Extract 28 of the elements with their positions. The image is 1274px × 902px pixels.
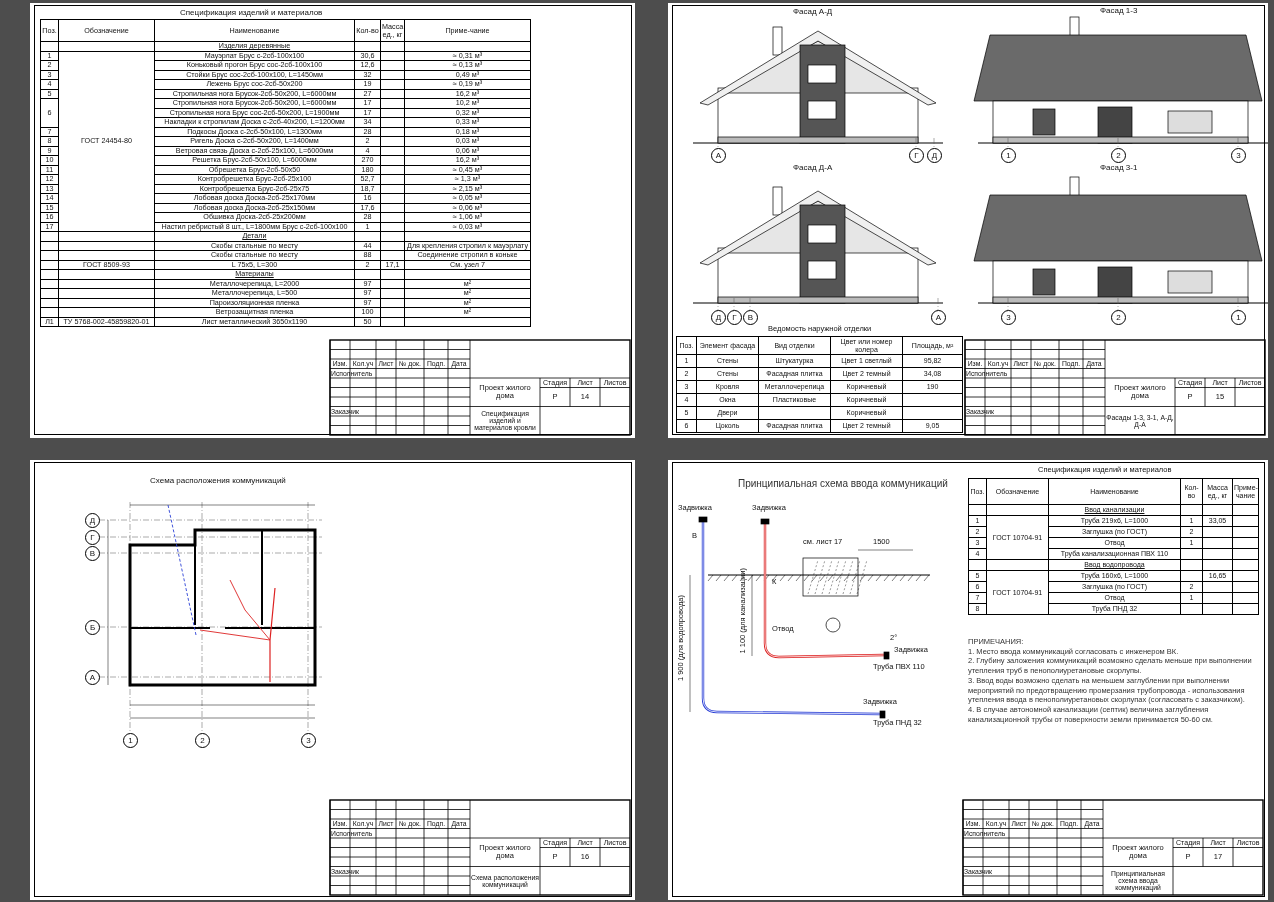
axis-marker: А <box>85 670 100 685</box>
facade-title: Фасад Д-А <box>793 163 833 173</box>
axis-marker: Д <box>85 513 100 528</box>
axis-marker: В <box>85 546 100 561</box>
axis-marker: Д <box>927 148 942 163</box>
facade-title: Фасад 3-1 <box>1100 163 1138 173</box>
axis-marker: 1 <box>1001 148 1016 163</box>
axis-marker: 3 <box>1001 310 1016 325</box>
axis-marker: 3 <box>1231 148 1246 163</box>
drawing-title: Принципиальная схема ввода коммуникаций <box>738 478 948 490</box>
axis-marker: Г <box>909 148 924 163</box>
facade-title: Фасад 1-3 <box>1100 6 1138 16</box>
axis-marker: А <box>711 148 726 163</box>
axis-marker: Г <box>85 530 100 545</box>
axis-marker: В <box>743 310 758 325</box>
axis-marker: 1 <box>123 733 138 748</box>
axis-marker: 3 <box>301 733 316 748</box>
axis-marker: Д <box>711 310 726 325</box>
axis-marker: 1 <box>1231 310 1246 325</box>
axis-marker: Б <box>85 620 100 635</box>
axis-marker: 2 <box>1111 310 1126 325</box>
table-title: Спецификация изделий и материалов <box>180 8 323 18</box>
axis-marker: А <box>931 310 946 325</box>
drawing-title: Схема расположения коммуникаций <box>150 476 286 486</box>
axis-marker: 2 <box>1111 148 1126 163</box>
axis-marker: Г <box>727 310 742 325</box>
axis-marker: 2 <box>195 733 210 748</box>
facade-title: Фасад А-Д <box>793 7 833 17</box>
